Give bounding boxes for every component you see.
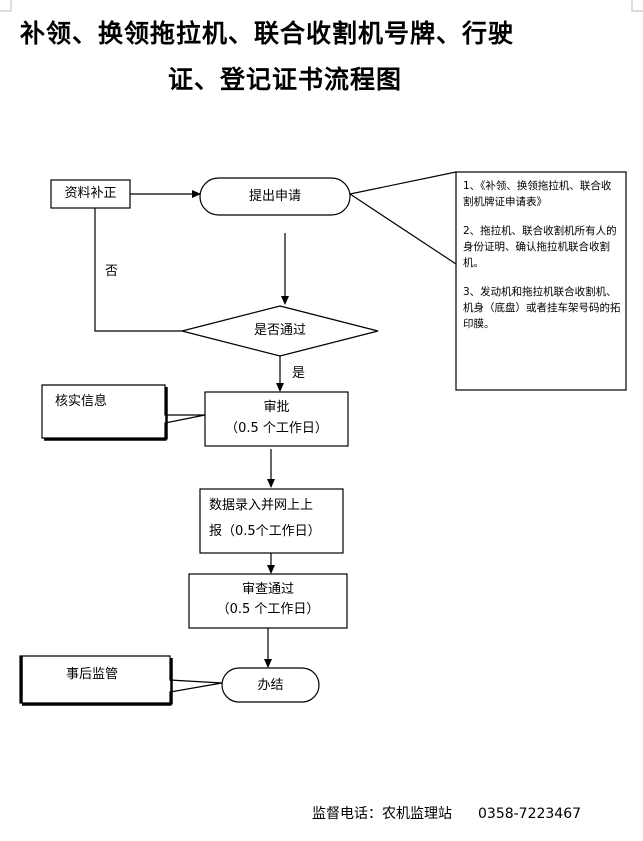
- verify-callout-label: 核实信息: [55, 394, 108, 409]
- requirement-item-2: 2、拖拉机、联合收割机所有人的身份证明、确认拖拉机联合收割机。: [463, 225, 617, 269]
- review-label-line1: 审查通过: [241, 582, 294, 597]
- supplement-label: 资料补正: [64, 186, 117, 201]
- edge-apply-note-top: [349, 171, 457, 195]
- footer-contact: 监督电话：农机监理站: [312, 806, 452, 822]
- review-box: [188, 573, 348, 629]
- apply-label: 提出申请: [248, 189, 301, 204]
- entry-label-line1: 数据录入并网上上: [209, 498, 314, 513]
- page-title-line1: 补领、换领拖拉机、联合收割机号牌、行驶: [20, 19, 515, 48]
- requirement-item-1: 1、《补领、换领拖拉机、联合收割机牌证申请表》: [463, 180, 612, 208]
- entry-label-line2: 报（0.5个工作日）: [209, 524, 321, 539]
- edge-yes-label: 是: [292, 366, 306, 381]
- corner-mark-left: [0, 0, 12, 12]
- supervise-callout: [19, 655, 223, 704]
- footer: 监督电话：农机监理站 0358-7223467: [312, 803, 581, 823]
- supervise-callout-label: 事后监管: [66, 667, 119, 682]
- decision-label: 是否通过: [253, 323, 306, 338]
- edge-apply-note-bottom: [349, 193, 457, 265]
- finish-label: 办结: [257, 678, 284, 693]
- supplement-box: [50, 179, 131, 209]
- verify-callout: [41, 384, 206, 439]
- entry-box: [199, 488, 344, 554]
- approve-label-line1: 审批: [263, 400, 290, 415]
- review-label-line2: （0.5 个工作日）: [216, 602, 320, 617]
- approve-box: [204, 391, 349, 447]
- finish-terminator: [221, 667, 320, 703]
- edge-no-label: 否: [105, 264, 119, 279]
- corner-mark-right: [631, 0, 643, 12]
- page-title-line2: 证、登记证书流程图: [168, 65, 403, 94]
- approve-label-line2: （0.5 个工作日）: [225, 421, 328, 436]
- requirement-item-3: 3、发动机和拖拉机联合收割机、机身（底盘）或者挂车架号码的拓印膜。: [463, 286, 621, 330]
- requirements-box: [455, 171, 627, 391]
- requirements-list: 1、《补领、换领拖拉机、联合收割机牌证申请表》 2、拖拉机、联合收割机所有人的身…: [463, 178, 621, 345]
- footer-phone: 0358-7223467: [478, 806, 582, 822]
- edge-no-loop: [94, 208, 182, 332]
